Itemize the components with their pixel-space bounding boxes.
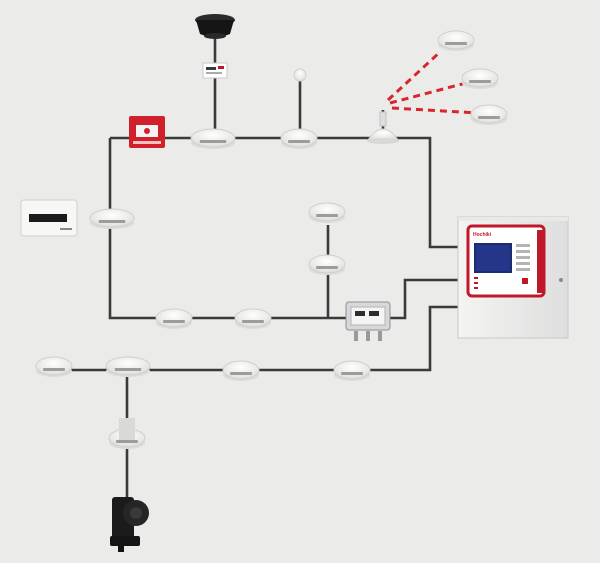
smoke-detector-icon (106, 357, 150, 377)
smoke-detector-icon (235, 309, 271, 329)
smoke-detector-icon (156, 309, 192, 329)
wiring (40, 30, 463, 520)
loop-wire-top (110, 138, 463, 247)
door-holder-icon (119, 418, 135, 440)
smoke-detector-icon (334, 361, 370, 381)
control-panel-icon: Hochiki (458, 217, 568, 338)
smoke-detector-icon (438, 31, 474, 51)
smoke-detector-icon (90, 209, 134, 229)
smoke-detector-icon (309, 255, 345, 275)
wireless-link-1 (388, 52, 440, 100)
smoke-detector-icon (223, 361, 259, 381)
smoke-detector-icon (309, 203, 345, 223)
pendant-detector-icon (294, 69, 306, 81)
interface-module-icon (203, 63, 227, 78)
wireless-link-2 (390, 83, 466, 103)
sounder-beacon-icon (195, 14, 235, 39)
wireless-link-3 (392, 108, 478, 113)
smoke-detector-icon (281, 129, 317, 149)
motor-actuator-icon (110, 497, 149, 552)
detectors (36, 31, 507, 449)
loop-wire-left (110, 138, 463, 318)
smoke-detector-icon (191, 129, 235, 149)
smoke-detector-icon (471, 105, 507, 125)
smoke-detector-icon (36, 357, 72, 377)
manual-call-point-icon (129, 116, 165, 148)
smoke-detector-icon (462, 69, 498, 89)
repeater-panel-icon (21, 200, 77, 236)
panel-brand-label: Hochiki (473, 232, 492, 238)
io-unit-icon (346, 302, 390, 341)
